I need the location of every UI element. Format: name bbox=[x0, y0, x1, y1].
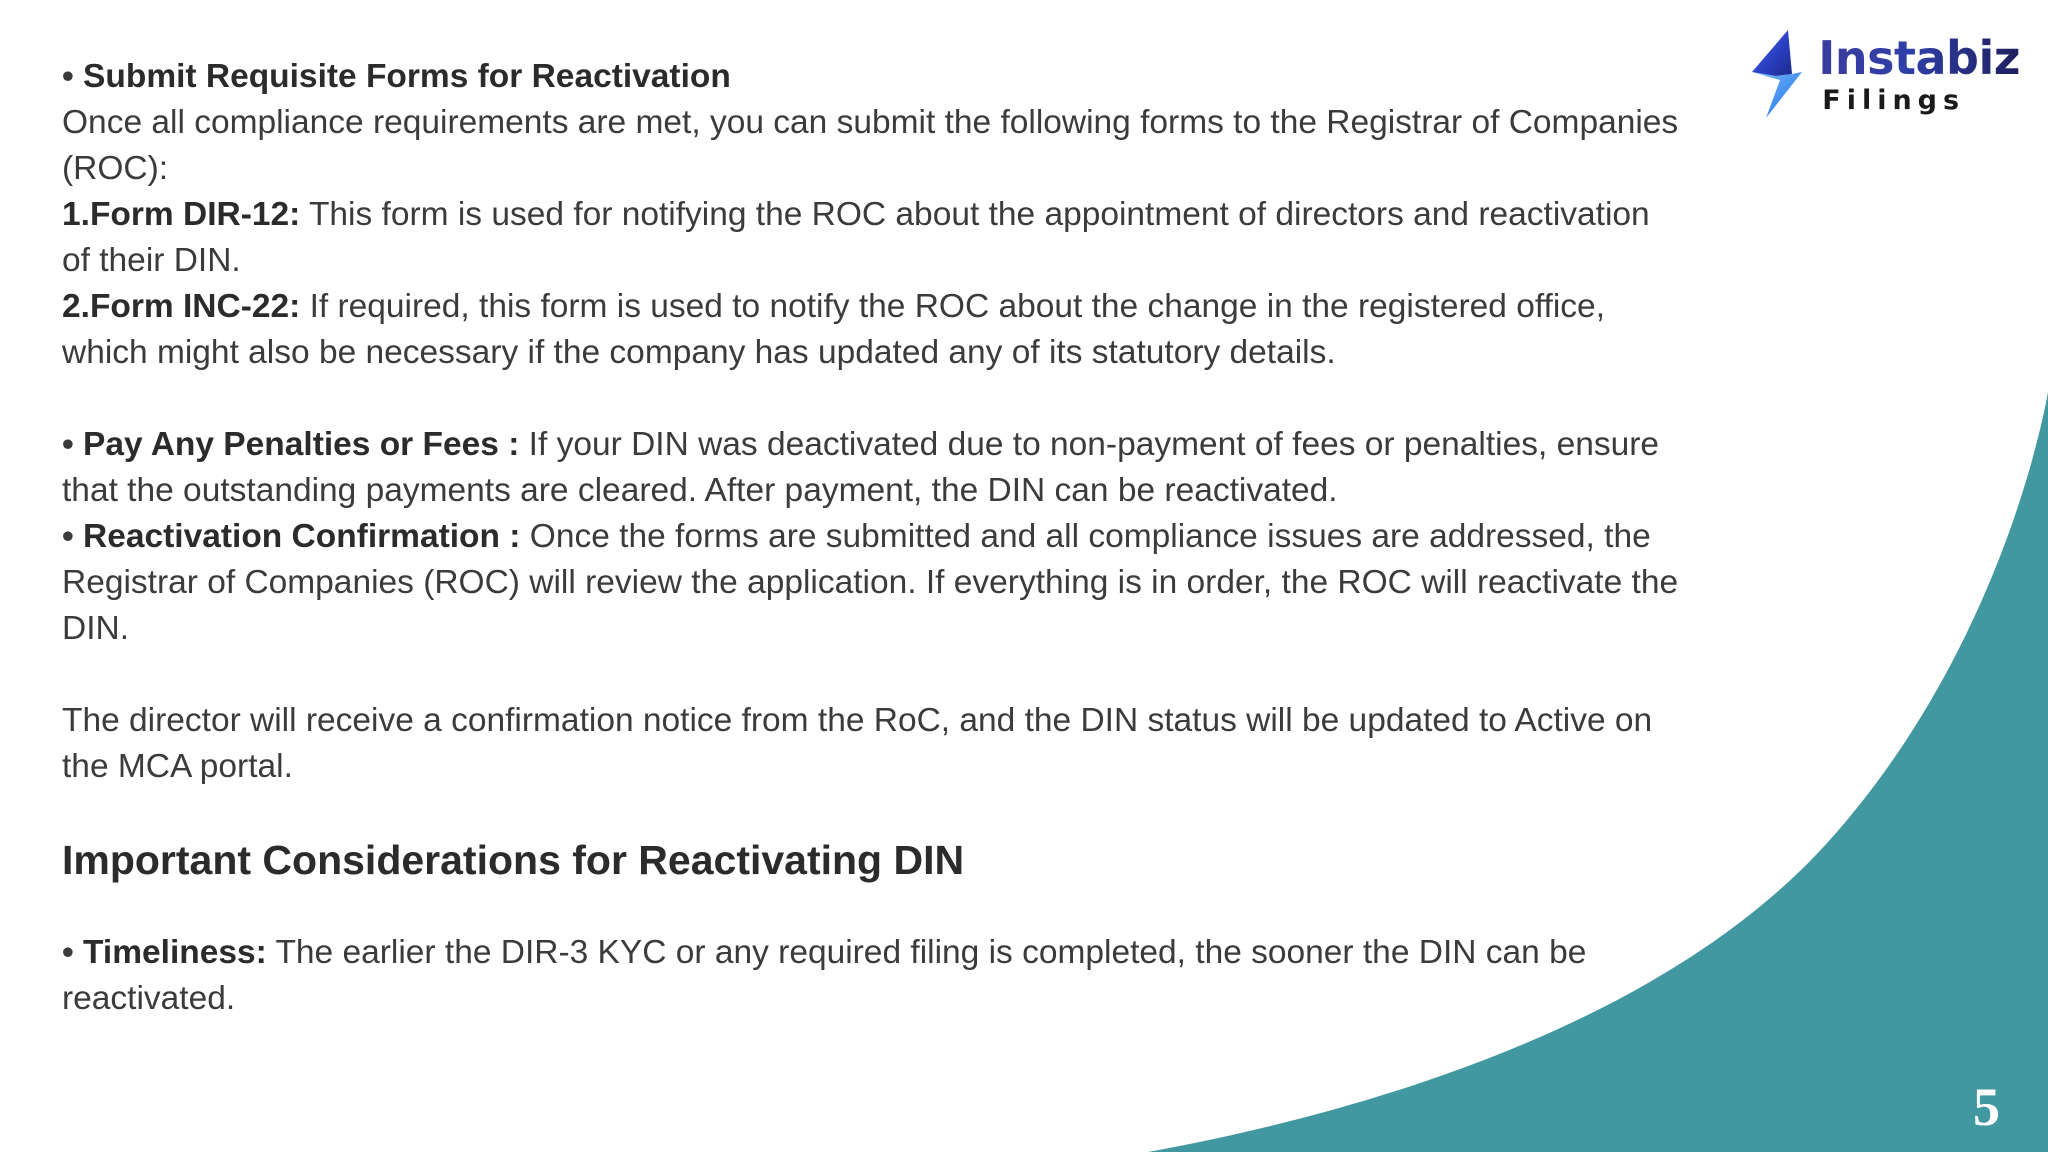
bullet-timeliness-label: Timeliness: bbox=[83, 934, 267, 971]
logo-word-filings: Filings bbox=[1822, 84, 1966, 116]
brand-logo: Instabiz Filings bbox=[1746, 28, 2020, 120]
bullet-marker: • bbox=[62, 426, 84, 463]
bullet-timeliness-text: The earlier the DIR-3 KYC or any require… bbox=[62, 934, 1587, 1017]
item-form-inc-22-label: 2.Form INC-22: bbox=[62, 288, 301, 325]
bullet-marker: • bbox=[62, 518, 84, 555]
spacer bbox=[62, 886, 1702, 930]
slide-content: • Submit Requisite Forms for Reactivatio… bbox=[62, 54, 1702, 1022]
bullet-reactivation-confirmation: • Reactivation Confirmation : Once the f… bbox=[62, 514, 1682, 652]
item-form-dir-12: 1.Form DIR-12: This form is used for not… bbox=[62, 192, 1682, 284]
paragraph-director-notice: The director will receive a confirmation… bbox=[62, 702, 1653, 785]
spacer bbox=[62, 652, 1702, 698]
spacer bbox=[62, 376, 1702, 422]
paragraph-submit-forms-intro: Once all compliance requirements are met… bbox=[62, 104, 1679, 187]
bullet-marker: • bbox=[62, 934, 84, 971]
item-form-dir-12-text: This form is used for notifying the ROC … bbox=[62, 196, 1650, 279]
bullet-submit-forms: • Submit Requisite Forms for Reactivatio… bbox=[62, 54, 1682, 100]
section-heading-important-considerations: Important Considerations for Reactivatin… bbox=[62, 837, 965, 883]
bullet-pay-penalties-label: Pay Any Penalties or Fees : bbox=[83, 426, 520, 463]
logo-wordmark: Instabiz Filings bbox=[1818, 35, 2020, 114]
bullet-marker: • bbox=[62, 58, 84, 95]
spacer bbox=[62, 790, 1702, 834]
item-form-dir-12-label: 1.Form DIR-12: bbox=[62, 196, 301, 233]
bullet-pay-penalties: • Pay Any Penalties or Fees : If your DI… bbox=[62, 422, 1682, 514]
logo-word-instabiz: Instabiz bbox=[1818, 30, 2020, 85]
bullet-reactivation-confirmation-label: Reactivation Confirmation : bbox=[83, 518, 521, 555]
bullet-pay-penalties-text: If your DIN was deactivated due to non-p… bbox=[62, 426, 1659, 509]
lightning-bolt-icon bbox=[1752, 30, 1803, 118]
item-form-inc-22: 2.Form INC-22: If required, this form is… bbox=[62, 284, 1682, 376]
bullet-reactivation-confirmation-text: Once the forms are submitted and all com… bbox=[62, 518, 1679, 647]
bullet-timeliness: • Timeliness: The earlier the DIR-3 KYC … bbox=[62, 930, 1637, 1022]
item-form-inc-22-text: If required, this form is used to notify… bbox=[62, 288, 1605, 371]
page-number: 5 bbox=[1973, 1077, 2000, 1137]
bullet-submit-forms-label: Submit Requisite Forms for Reactivation bbox=[83, 58, 731, 95]
